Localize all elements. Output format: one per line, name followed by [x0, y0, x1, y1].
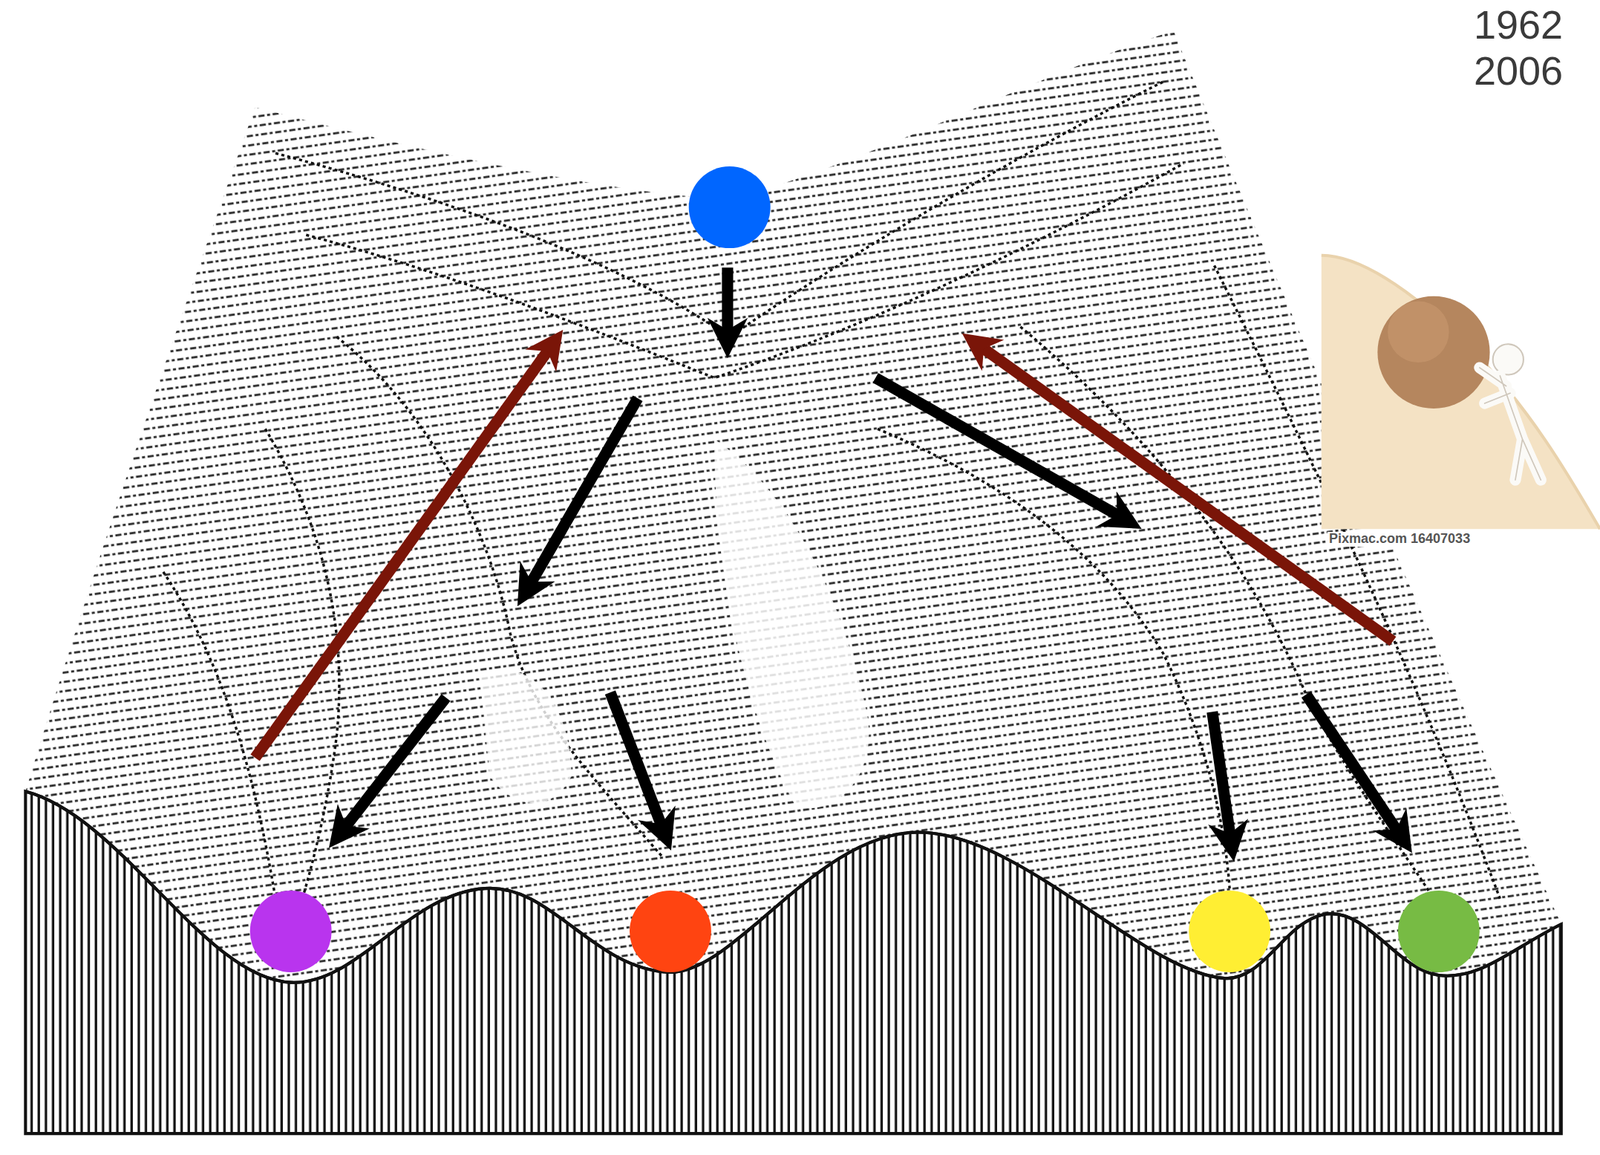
differentiation-arrows: [338, 267, 1403, 845]
year-label: 2006: [1473, 49, 1563, 93]
reprogramming-arrows: [255, 342, 1393, 759]
watermark: Pixmac.com 16407033: [1327, 531, 1472, 547]
front-ridge-line: [25, 791, 1561, 983]
ball: [1188, 890, 1271, 972]
contour-lines: [163, 81, 1500, 919]
year-label: 1962: [1473, 2, 1563, 47]
ridge-highlight: [479, 668, 572, 803]
ball: [1398, 890, 1480, 972]
landscape-front: [25, 791, 1561, 1134]
ball: [250, 890, 332, 972]
clipart-inset: [1321, 255, 1600, 529]
ridge-highlight: [714, 438, 869, 808]
ball: [689, 166, 771, 248]
ball: [629, 890, 712, 972]
